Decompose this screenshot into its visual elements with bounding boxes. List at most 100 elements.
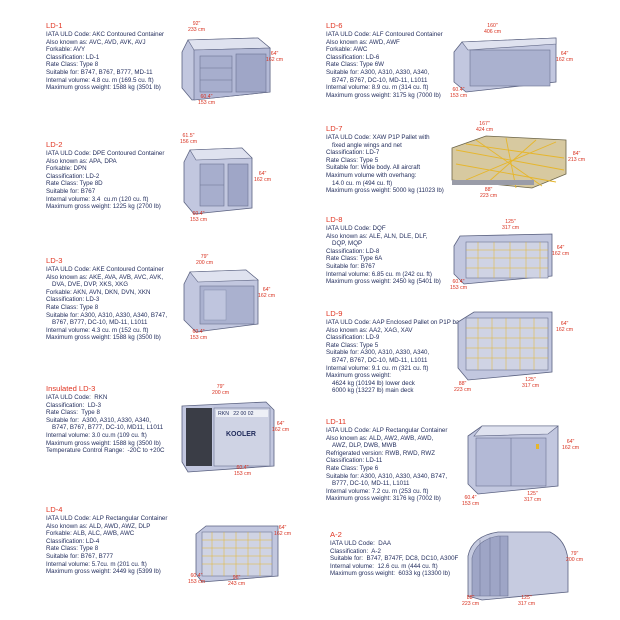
entry-line: Classification: LD-6: [326, 53, 380, 61]
dimension-label: 64" 162 cm: [556, 51, 574, 63]
dimension-label: 61.5" 156 cm: [180, 133, 198, 145]
figure-insulated-ld3: RKN 22 00 02 KOOLER 79" 200 cm 64" 162 c…: [176, 384, 290, 478]
entry-line: IATA ULD Code: DAA: [330, 540, 391, 547]
entry-line: Also known as: AVC, AVD, AVK, AVJ: [46, 38, 146, 46]
entry-line: IATA ULD Code: ALP Rectangular Container: [46, 515, 168, 522]
entry-title: LD-1: [46, 21, 63, 30]
entry-line: Classification: LD-1: [46, 53, 100, 61]
entry-line: Maximum gross weight: 2450 kg (5401 lb): [326, 278, 441, 286]
entry-line: Suitable for: A300, A310, A330, A340,: [46, 416, 151, 424]
dimension-label: 60.4" 153 cm: [450, 87, 468, 99]
figure-ld4: 64" 162 cm 60.4" 153 cm 96" 243 cm: [188, 520, 292, 590]
entry-line: Classification: LD-9: [326, 334, 380, 342]
entry-line: Forkable: ALB, ALC, AWB, AWC: [46, 530, 135, 538]
entry-line: B777, DC-10, MD-11, L1011: [332, 480, 410, 488]
entry-line: Maximum volume with overhang:: [326, 171, 417, 179]
entry-line: Internal volume: 5.7cu. m (201 cu. ft): [46, 560, 147, 568]
entry-line: Rate Class: Type 8: [46, 303, 99, 311]
dimension-label: 64" 162 cm: [552, 245, 570, 257]
dimension-label: 64" 162 cm: [254, 171, 272, 183]
entry-line: Suitable for: B767: [326, 262, 376, 270]
dimension-label: 64" 162 cm: [274, 525, 292, 537]
dimension-label: 60.4" 153 cm: [188, 573, 206, 585]
entry-line: Internal volume: 4.8 cu. m (169.5 cu. ft…: [46, 76, 154, 84]
entry-line: DVA, DVE, DVP, XKS, XKG: [52, 281, 129, 289]
figure-ld6: 160" 406 cm 64" 162 cm 60.4" 153 cm: [448, 23, 573, 100]
entry-line: B747, B767, B777, DC-10, MD11, L1011: [52, 424, 164, 432]
entry-line: Rate Class: Type 8: [46, 61, 99, 69]
entry-line: Internal volume: 3.4 cu.m (120 cu. ft): [46, 195, 149, 203]
entry-title: LD-6: [326, 21, 343, 30]
entry-line: Maximum gross weight: 1588 kg (3500 lb): [46, 334, 161, 342]
entry-line: Classification: LD-3: [46, 296, 100, 304]
dimension-label: 125" 317 cm: [518, 595, 536, 607]
dimension-label: 64" 162 cm: [266, 51, 284, 63]
entry-line: Maximum gross weight: 2449 kg (5399 lb): [46, 568, 161, 576]
entry-title: LD-7: [326, 124, 343, 133]
entry-line: B747, B767, DC-10, MD-11, L1011: [332, 356, 428, 364]
dimension-label: 64" 162 cm: [556, 321, 574, 333]
entry-line: 14.0 cu. m (494 cu. ft): [332, 179, 393, 187]
entry-line: Rate Class: Type 8: [46, 545, 99, 553]
entry-line: Suitable for: B747, B767, B777, MD-11: [46, 68, 153, 76]
figure-ld3: 79" 200 cm 64" 162 cm 60.4" 153 cm: [176, 254, 276, 342]
entry-title: LD-9: [326, 309, 343, 318]
dimension-label: 88" 223 cm: [462, 595, 480, 607]
dimension-label: 60.4" 153 cm: [190, 211, 208, 223]
dimension-label: 88" 223 cm: [454, 381, 472, 393]
dimension-label: 64" 162 cm: [272, 421, 290, 433]
figure-ld11: 64" 162 cm 60.4" 153 cm 125" 317 cm: [462, 418, 579, 506]
dimension-label: 60.4" 153 cm: [198, 94, 216, 106]
entry-line: Classification: LD-4: [46, 537, 100, 545]
rkn-brand-label: KOOLER: [226, 431, 256, 438]
entry-line: Also known as: AWD, AWF: [326, 38, 400, 46]
entry-line: Internal volume: 8.9 cu. m (314 cu. ft): [326, 84, 429, 92]
entry-line: Internal volume: 12.6 cu. m (444 cu. ft): [330, 562, 438, 570]
entry-line: Suitable for: B747, B747F, DC8, DC10, A3…: [330, 555, 459, 563]
dimension-label: 125" 317 cm: [524, 491, 542, 503]
entry-line: Suitable for: A300, A310, A330, A340, B7…: [326, 472, 448, 480]
entry-title: LD-8: [326, 215, 343, 224]
entry-line: Rate Class: Type 5: [326, 156, 379, 164]
entry-line: Suitable for: Wide body. All aircraft: [326, 164, 421, 172]
dimension-label: 125" 317 cm: [522, 377, 540, 389]
figure-ld2: 61.5" 156 cm 64" 162 cm 60.4" 153 cm: [176, 133, 276, 224]
entry-line: Maximum gross weight: 1225 kg (2700 lb): [46, 203, 161, 211]
entry-line: Suitable for: A300, A310, A330, A340,: [326, 68, 430, 76]
entry-line: fixed angle wings and net: [332, 141, 402, 149]
dimension-label: 79" 200 cm: [566, 551, 584, 563]
entry-title: Insulated LD-3: [46, 384, 96, 393]
entry-line: Rate Class: Type 6A: [326, 255, 383, 263]
figure-ld9: 64" 162 cm 88" 223 cm 125" 317 cm: [452, 306, 574, 392]
entry-line: Rate Class: Type 6: [326, 464, 379, 472]
dimension-label: 60.4" 153 cm: [450, 279, 468, 291]
entry-line: Suitable for: B767: [46, 187, 96, 195]
entry-line: Maximum gross weight: 5000 kg (11023 lb): [326, 187, 444, 195]
entry-line: Suitable for: A300, A310, A330, A340, B7…: [46, 311, 168, 319]
entry-line: DQP, MQP: [332, 240, 363, 248]
dimension-label: 88" 223 cm: [480, 187, 498, 199]
figure-ld7: 167" 424 cm 84" 213 cm 88" 223 cm: [446, 121, 585, 200]
figure-ld1: 92" 233 cm 64" 162 cm 60.4" 153 cm: [168, 21, 288, 110]
entry-title: LD-2: [46, 140, 63, 149]
entry-line: Suitable for: A300, A310, A330, A340,: [326, 349, 430, 357]
entry-line: Classification: LD-8: [326, 247, 380, 255]
entry-line: Also known as: ALE, ALN, DLE, DLF,: [326, 232, 428, 240]
entry-line: Suitable for: B767, B777: [46, 552, 114, 560]
entry-line: IATA ULD Code: ALF Contoured Container: [326, 31, 443, 38]
entry-line: Maximum gross weight:: [326, 372, 391, 380]
entry-line: Classification: LD-2: [46, 172, 100, 180]
entry-line: Classification: LD-3: [46, 401, 102, 409]
entry-line: 6000 kg (13227 lb) main deck: [332, 387, 414, 395]
entry-line: IATA ULD Code: XAW P1P Pallet with: [326, 134, 430, 141]
dimension-label: 125" 317 cm: [502, 219, 520, 231]
entry-line: Classification: A-2: [330, 547, 381, 555]
dimension-label: 167" 424 cm: [476, 121, 494, 133]
